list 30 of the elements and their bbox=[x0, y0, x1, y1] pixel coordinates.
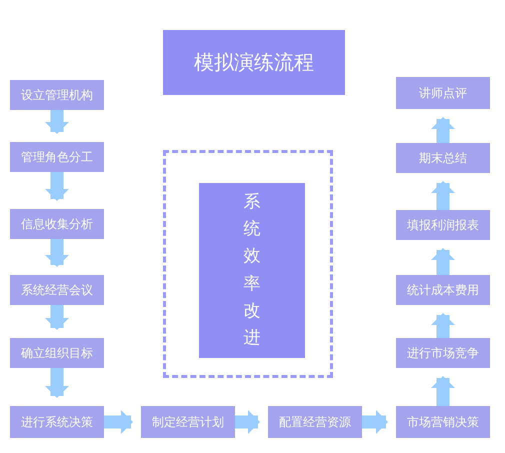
improvement-box: 系统效率改进 bbox=[199, 183, 305, 358]
process-box: 填报利润报表 bbox=[396, 210, 490, 240]
block-arrow bbox=[45, 368, 69, 398]
process-box: 信息收集分析 bbox=[10, 209, 104, 239]
process-box: 统计成本费用 bbox=[396, 275, 490, 305]
block-arrow bbox=[431, 248, 455, 275]
process-box: 制定经营计划 bbox=[141, 406, 235, 438]
process-box: 进行系统决策 bbox=[10, 406, 104, 438]
block-arrow bbox=[104, 410, 133, 434]
process-box: 确立组织目标 bbox=[10, 338, 104, 368]
process-box: 市场营销决策 bbox=[396, 406, 490, 438]
block-arrow bbox=[45, 110, 69, 134]
process-box: 系统经营会议 bbox=[10, 275, 104, 305]
process-box: 管理角色分工 bbox=[10, 142, 104, 172]
dashed-frame bbox=[163, 150, 333, 378]
process-box: 设立管理机构 bbox=[10, 80, 104, 110]
block-arrow bbox=[431, 313, 455, 338]
title-box: 模拟演练流程 bbox=[163, 30, 345, 95]
block-arrow bbox=[45, 305, 69, 330]
process-box: 期末总结 bbox=[396, 143, 490, 173]
block-arrow bbox=[431, 181, 455, 210]
block-arrow bbox=[362, 410, 388, 434]
block-arrow bbox=[431, 376, 455, 406]
block-arrow bbox=[235, 410, 260, 434]
process-box: 配置经营资源 bbox=[268, 406, 362, 438]
block-arrow bbox=[45, 172, 69, 201]
process-box: 进行市场竞争 bbox=[396, 338, 490, 368]
process-box: 讲师点评 bbox=[396, 77, 490, 109]
block-arrow bbox=[45, 239, 69, 267]
block-arrow bbox=[431, 117, 455, 143]
